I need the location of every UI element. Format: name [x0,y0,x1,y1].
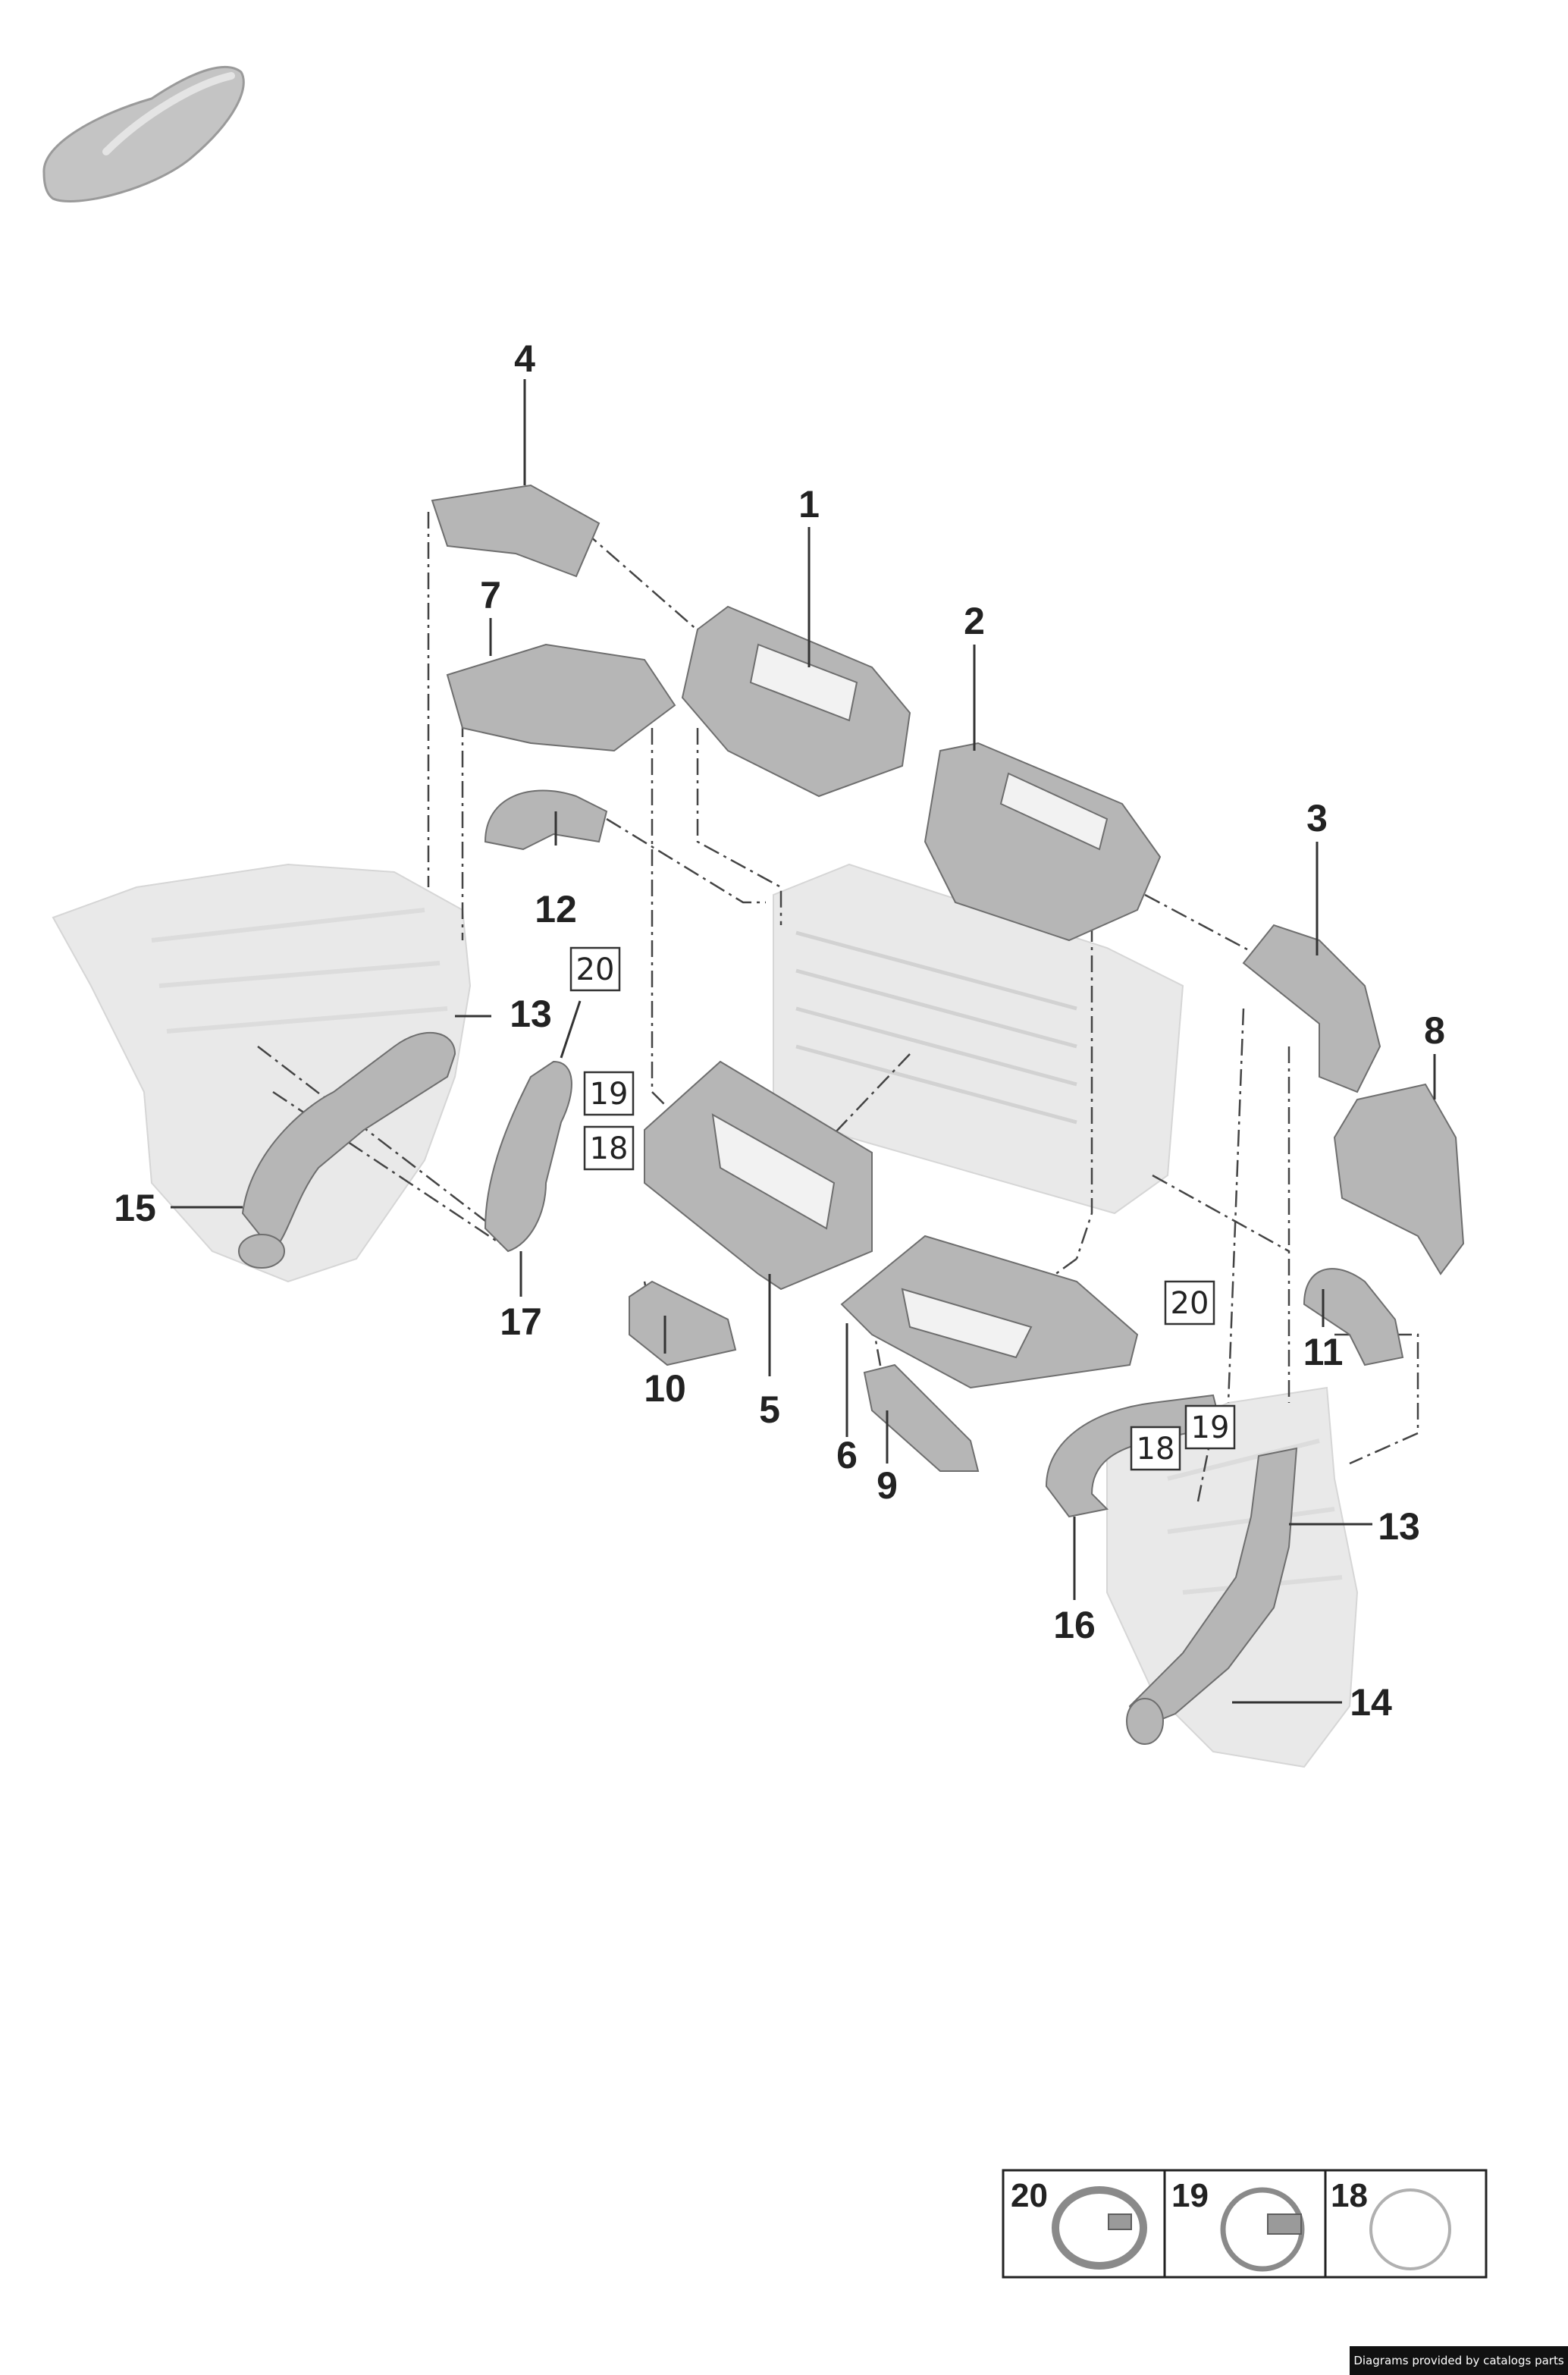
callout-8: 8 [1424,1009,1445,1052]
part-12-hose [484,789,608,851]
leader-lines [171,379,1436,1704]
boxed-19-right: 19 [1191,1410,1230,1445]
part-1-shroud [681,605,911,798]
callout-12: 12 [535,888,577,930]
part-3-air-duct [1242,924,1381,1093]
legend-18-label: 18 [1331,2177,1368,2214]
callout-labels: 4 1 2 3 7 12 8 13 15 17 10 5 6 9 11 16 1… [114,337,1445,1724]
callout-11: 11 [1303,1331,1344,1373]
part-6-deflector [840,1235,1139,1389]
part-2-shroud [924,742,1162,942]
boxed-20-right: 20 [1171,1286,1209,1321]
callout-3: 3 [1306,797,1328,839]
boxed-18-left: 18 [590,1131,629,1166]
callout-14: 14 [1350,1681,1392,1724]
callout-13-right: 13 [1378,1505,1420,1548]
callout-13-left: 13 [510,993,552,1035]
callout-4: 4 [514,337,535,380]
part-9-bracket [863,1363,980,1472]
part-13-left-pipe [241,1031,456,1253]
part-14-pipe-end [1126,1698,1164,1745]
callout-15: 15 [114,1187,156,1229]
boxed-references-left: 20 19 18 [569,946,635,1171]
part-15-pipe-end [238,1234,285,1269]
worm-clamp-icon [1052,2186,1147,2270]
clamp-legend: 20 19 18 [1002,2169,1488,2279]
part-11-hose [1303,1268,1404,1366]
part-7-air-duct [446,643,676,752]
legend-20-label: 20 [1011,2177,1048,2214]
part-8-air-duct [1333,1083,1465,1275]
callout-9: 9 [877,1464,898,1507]
t-bolt-clamp-icon [1220,2187,1305,2272]
callout-10: 10 [644,1367,686,1410]
boxed-18-right: 18 [1137,1432,1175,1467]
part-17-hose [484,1060,572,1253]
callout-5: 5 [759,1388,780,1431]
callout-1: 1 [798,483,820,526]
callout-2: 2 [964,600,985,642]
left-ghost-assembly [52,863,472,1283]
seal-ring-icon [1369,2188,1451,2270]
boxed-19-left: 19 [590,1077,629,1112]
part-5-deflector [644,1060,873,1291]
callout-7: 7 [480,574,501,616]
vehicle-thumbnail [42,66,245,202]
callout-16: 16 [1053,1604,1096,1646]
diagram-credit: Diagrams provided by catalogs parts [1350,2346,1568,2375]
part-10-bracket [629,1280,737,1366]
part-4-air-duct [431,484,601,578]
callout-6: 6 [836,1434,858,1476]
callout-17: 17 [500,1300,542,1343]
legend-19-label: 19 [1171,2177,1209,2214]
boxed-20-left: 20 [576,952,615,987]
boxed-references-right: 20 19 18 [1130,1280,1236,1471]
